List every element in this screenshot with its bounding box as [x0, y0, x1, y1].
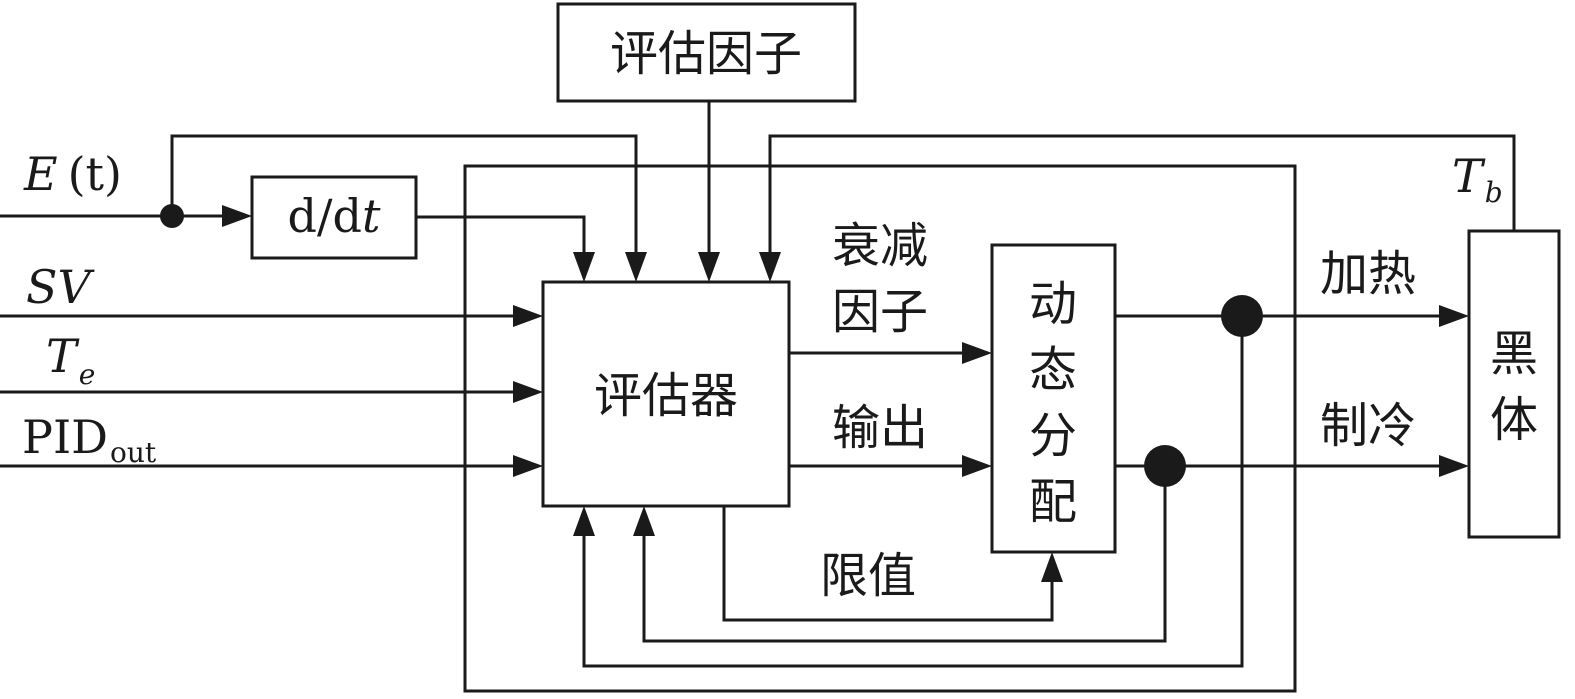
arrow-into-derivative [222, 205, 252, 227]
wire-heat-feedback [582, 316, 1244, 668]
wire-e-branch [170, 134, 638, 256]
dispatch-char-1: 动 [1029, 276, 1077, 332]
arrow-decay-into-dispatch [962, 342, 992, 364]
label-te: Te [46, 329, 95, 391]
arrow-sv-into-evaluator [513, 305, 543, 327]
label-limit: 限值 [820, 548, 916, 604]
wire-derivative-out [416, 215, 586, 256]
arrow-cool-feedback-into-evaluator [633, 506, 655, 536]
derivative-block: d/dt [250, 175, 418, 260]
label-sv: SV [26, 260, 96, 314]
evaluator-label: 评估器 [594, 368, 738, 424]
blackbody-char-1: 黑 [1490, 326, 1538, 382]
eval-factor-label: 评估因子 [610, 26, 802, 82]
arrow-pid-into-evaluator [513, 455, 543, 477]
wire-tb-feedback [768, 134, 1516, 256]
arrow-derivative-into-evaluator [573, 252, 595, 282]
label-heat: 加热 [1320, 246, 1416, 302]
label-decay-line2: 因子 [832, 284, 928, 340]
arrow-output-into-dispatch [962, 455, 992, 477]
label-cool: 制冷 [1320, 398, 1416, 454]
arrow-e-into-evaluator [625, 252, 647, 282]
label-decay-line1: 衰减 [832, 218, 928, 274]
wire-limit [722, 506, 1054, 622]
dispatch-char-2: 态 [1029, 342, 1077, 398]
label-e-t: E(t) [23, 147, 122, 201]
dynamic-dispatch-block: 动 态 分 配 [990, 243, 1117, 554]
arrow-heat-into-blackbody [1439, 305, 1469, 327]
arrow-heat-feedback-into-evaluator [573, 506, 595, 536]
arrow-tb-into-evaluator [759, 252, 781, 282]
dispatch-char-4: 配 [1029, 474, 1077, 530]
arrow-cool-into-blackbody [1439, 455, 1469, 477]
eval-factor-block: 评估因子 [556, 2, 857, 103]
label-pid-out: PIDout [22, 410, 157, 469]
wire-cool-feedback [642, 466, 1167, 643]
blackbody-block: 黑 体 [1467, 229, 1561, 539]
arrow-eval-factor-into-evaluator [698, 252, 720, 282]
evaluator-block: 评估器 [541, 280, 791, 508]
label-tb: Tb [1452, 149, 1503, 209]
blackbody-char-2: 体 [1490, 392, 1538, 448]
arrow-limit-into-dispatch [1041, 552, 1063, 582]
derivative-label: d/dt [288, 189, 381, 243]
dispatch-char-3: 分 [1029, 408, 1077, 464]
label-output: 输出 [832, 400, 928, 456]
arrow-te-into-evaluator [513, 381, 543, 403]
